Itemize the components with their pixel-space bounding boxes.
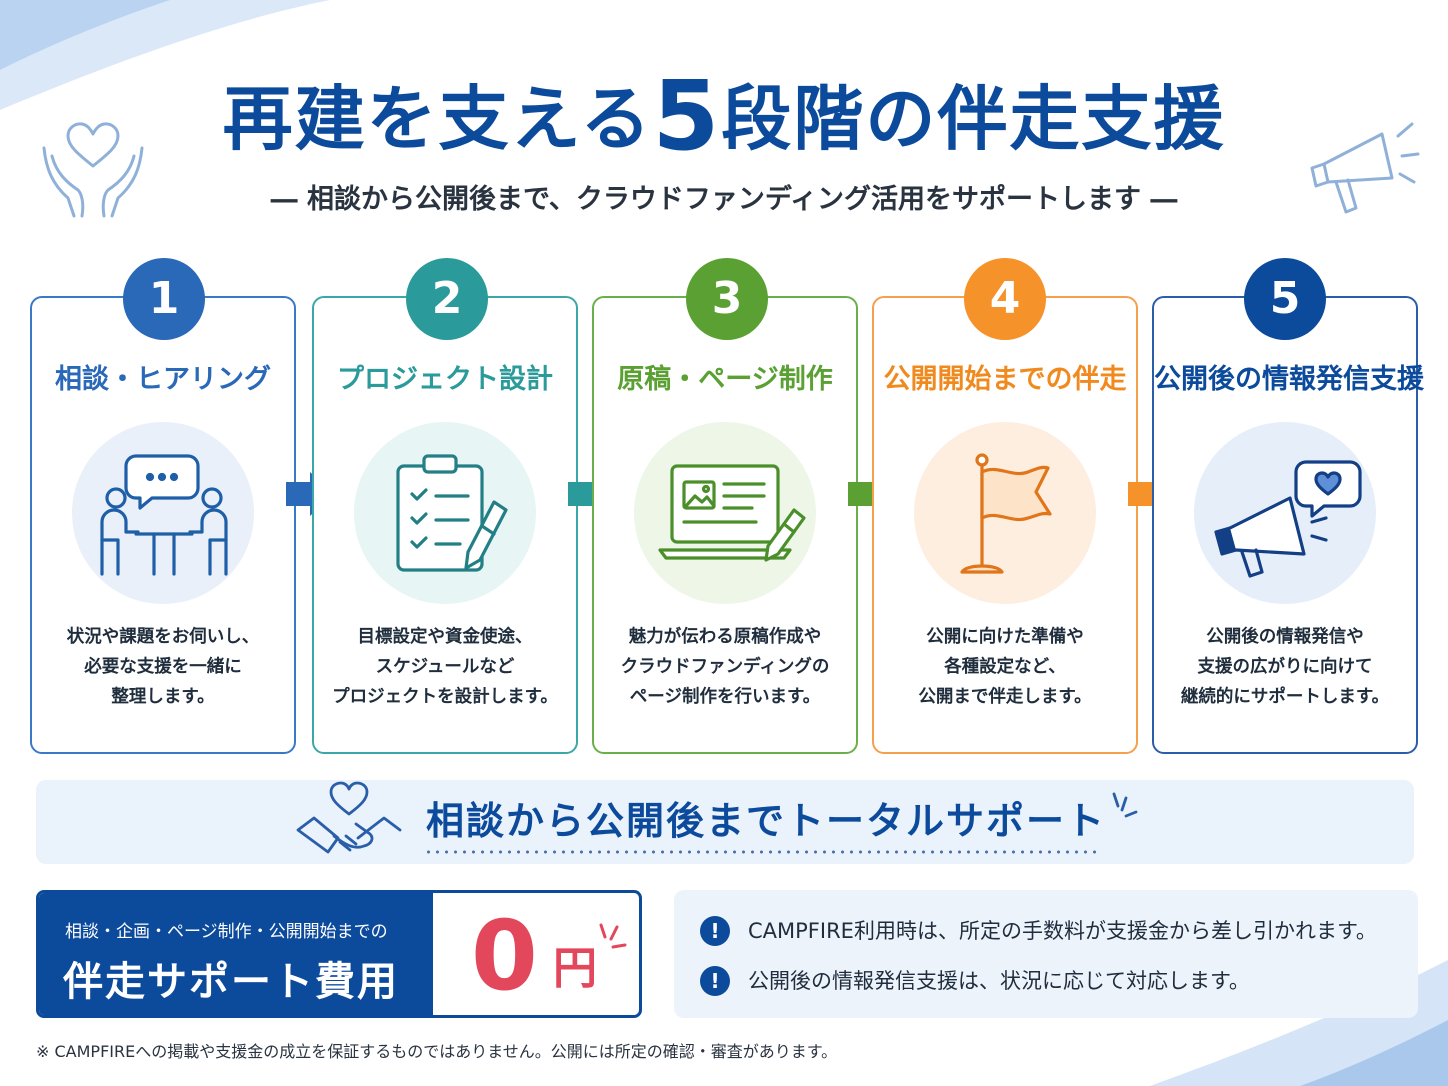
footnote: ※ CAMPFIREへの掲載や支援金の成立を保証するものではありません。公開には… bbox=[36, 1042, 838, 1061]
step-number-2: 2 bbox=[406, 258, 488, 340]
step-description: 公開に向けた準備や 各種設定など、 公開まで伴走します。 bbox=[918, 627, 1092, 707]
fee-small-label: 相談・企画・ページ制作・公開開始までの bbox=[65, 922, 388, 942]
note-text: CAMPFIRE利用時は、所定の手数料が支援金から差し引かれます。 bbox=[748, 919, 1377, 943]
step-title: 原稿・ページ制作 bbox=[617, 364, 833, 395]
fee-unit: 円 bbox=[553, 943, 597, 994]
exclamation-icon: ! bbox=[700, 966, 730, 996]
note-text: 公開後の情報発信支援は、状況に応じて対応します。 bbox=[748, 969, 1250, 993]
banner-text: 相談から公開後までトータルサポート bbox=[426, 799, 1107, 843]
step-description: 魅力が伝わる原稿作成や クラウドファンディングの ページ制作を行います。 bbox=[620, 627, 830, 707]
step-number-3: 3 bbox=[686, 258, 768, 340]
step-title: 公開後の情報発信支援 bbox=[1154, 364, 1424, 395]
clipboard-checklist-icon bbox=[396, 454, 508, 572]
fee-big-label: 伴走サポート費用 bbox=[63, 959, 399, 1005]
total-support-banner: 相談から公開後までトータルサポート bbox=[36, 780, 1414, 864]
page-subtitle: ― 相談から公開後まで、クラウドファンディング活用をサポートします ― bbox=[270, 184, 1178, 215]
megaphone-icon bbox=[1310, 122, 1420, 214]
fee-amount: 0 bbox=[471, 900, 538, 1012]
step-card-3: 原稿・ページ制作 魅力が伝わる原稿作成や クラウドファンディングの ページ制作を… bbox=[592, 296, 858, 754]
laptop-pen-icon bbox=[658, 464, 806, 562]
support-fee-box: 相談・企画・ページ制作・公開開始までの 伴走サポート費用 0 円 bbox=[36, 890, 642, 1018]
notes-panel: ! CAMPFIRE利用時は、所定の手数料が支援金から差し引かれます。 ! 公開… bbox=[674, 890, 1418, 1018]
step-number-4: 4 bbox=[964, 258, 1046, 340]
dotted-underline bbox=[424, 850, 1100, 854]
sparkle-lines-icon bbox=[1112, 792, 1138, 818]
step-card-4: 公開開始までの伴走 公開に向けた準備や 各種設定など、 公開まで伴走します。 bbox=[872, 296, 1138, 754]
step-description: 目標設定や資金使途、 スケジュールなど プロジェクトを設計します。 bbox=[332, 627, 558, 707]
page-title: 再建を支える5段階の伴走支援 bbox=[222, 60, 1226, 172]
flag-icon bbox=[960, 453, 1052, 574]
step-illustration bbox=[914, 422, 1096, 604]
hands-heart-icon bbox=[42, 122, 144, 218]
step-number-1: 1 bbox=[123, 258, 205, 340]
step-card-2: プロジェクト設計 目標設定や資金使途、 スケジュールなど プロジェクトを設計しま… bbox=[312, 296, 578, 754]
step-description: 状況や課題をお伺いし、 必要な支援を一緒に 整理します。 bbox=[66, 627, 260, 707]
step-illustration bbox=[1194, 422, 1376, 604]
step-illustration bbox=[72, 422, 254, 604]
consultation-meeting-icon bbox=[100, 454, 228, 576]
step-illustration bbox=[354, 422, 536, 604]
step-description: 公開後の情報発信や 支援の広がりに向けて 継続的にサポートします。 bbox=[1180, 627, 1390, 707]
step-illustration bbox=[634, 422, 816, 604]
sparkle-lines-icon bbox=[599, 923, 627, 949]
megaphone-heart-icon bbox=[1214, 460, 1362, 578]
exclamation-icon: ! bbox=[700, 916, 730, 946]
step-number-5: 5 bbox=[1244, 258, 1326, 340]
handshake-heart-icon bbox=[296, 781, 402, 854]
step-title: 相談・ヒアリング bbox=[55, 364, 271, 395]
step-title: プロジェクト設計 bbox=[337, 364, 553, 395]
step-card-5: 公開後の情報発信支援 公開後の情報発信や 支援の広がりに向けて 継続的にサポート… bbox=[1152, 296, 1424, 754]
step-card-1: 相談・ヒアリング 状況や課題をお伺いし、 必要な bbox=[30, 296, 296, 754]
fee-label-panel: 相談・企画・ページ制作・公開開始までの 伴走サポート費用 bbox=[39, 893, 433, 1015]
step-title: 公開開始までの伴走 bbox=[883, 364, 1127, 395]
